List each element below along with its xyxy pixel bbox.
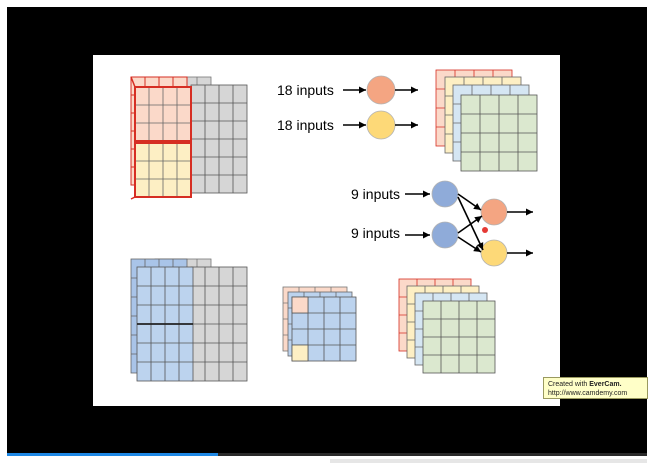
arrow-out-mid-top-head xyxy=(526,208,533,216)
label-18-inputs-bottom: 18 inputs xyxy=(277,117,334,133)
orange-neuron-mid xyxy=(480,198,508,226)
evercam-watermark: Created with EverCam. http://www.camdemy… xyxy=(543,377,648,399)
receptive-field-highlight-pink xyxy=(134,86,192,142)
arrow-out-bottom-head xyxy=(411,121,418,129)
highlight-edge xyxy=(130,76,136,88)
player-control-strip xyxy=(330,459,647,463)
arrow-18-inputs-top-head xyxy=(359,86,366,94)
lecture-slide: 18 inputs 18 inputs 9 inputs 9 inputs Cr… xyxy=(93,55,648,406)
cursor-dot xyxy=(482,227,488,233)
watermark-brand: EverCam. xyxy=(589,381,622,388)
blue-neuron-top xyxy=(431,180,459,208)
cnn-diagram xyxy=(130,69,538,382)
label-18-inputs-top: 18 inputs xyxy=(277,82,334,98)
watermark-prefix: Created with xyxy=(548,381,590,388)
connection-2-head xyxy=(476,242,484,250)
orange-neuron-top xyxy=(366,75,396,105)
yellow-neuron-mid xyxy=(480,239,508,267)
yellow-neuron-top xyxy=(366,110,396,140)
arrow-out-mid-bottom-head xyxy=(526,249,533,257)
filter-cell-pink xyxy=(291,296,309,314)
arrow-9-inputs-bottom-head xyxy=(423,231,430,239)
video-progress-bar[interactable] xyxy=(7,453,647,456)
watermark-url: http://www.camdemy.com xyxy=(548,390,628,397)
highlight-edge xyxy=(130,196,136,200)
receptive-field-highlight-yellow xyxy=(134,142,192,198)
label-9-inputs-top: 9 inputs xyxy=(351,186,401,202)
arrow-out-top-head xyxy=(411,86,418,94)
connection-4-head xyxy=(473,245,481,252)
label-9-inputs-bottom: 9 inputs xyxy=(351,225,401,241)
arrow-18-inputs-bottom-head xyxy=(359,121,366,129)
filter-cell-yellow xyxy=(291,344,309,362)
connection-3-head xyxy=(474,216,482,223)
video-progress-fill xyxy=(7,453,219,456)
connection-1-head xyxy=(473,203,481,210)
arrow-9-inputs-top-head xyxy=(423,190,430,198)
blue-neuron-bottom xyxy=(431,221,459,249)
